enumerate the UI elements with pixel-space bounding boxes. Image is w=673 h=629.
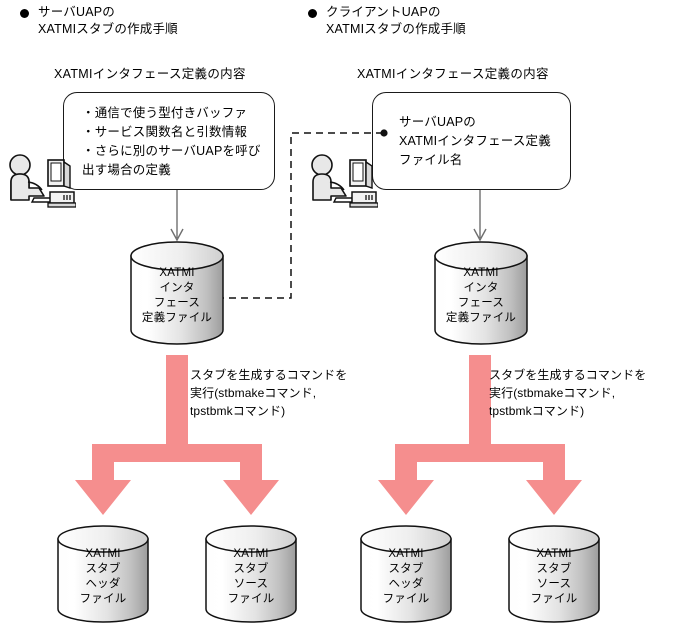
cylinder-xatmi-interface-definition-file-client: XATMI インタ フェース 定義ファイル bbox=[432, 240, 530, 346]
command-text-client: スタブを生成するコマンドを 実行(stbmakeコマンド, tpstbmkコマン… bbox=[489, 368, 647, 418]
cylinder-xatmi-stub-header-file-client: XATMI スタブ ヘッダ ファイル bbox=[358, 525, 454, 623]
cylinder-label: XATMI インタ フェース 定義ファイル bbox=[141, 267, 213, 324]
bullet-icon-client-uap bbox=[308, 9, 317, 18]
cylinder-label: XATMI スタブ ヘッダ ファイル bbox=[79, 548, 127, 605]
balloon-text-server-uap: ・通信で使う型付きバッファ ・サービス関数名と引数情報 ・さらに別のサーバUAP… bbox=[82, 106, 261, 177]
cylinder-xatmi-interface-definition-file-server: XATMI インタ フェース 定義ファイル bbox=[128, 240, 226, 346]
command-text-server: スタブを生成するコマンドを 実行(stbmakeコマンド, tpstbmkコマン… bbox=[190, 368, 348, 418]
cylinder-label: XATMI スタブ ソース ファイル bbox=[530, 548, 578, 605]
caption-client-uap: XATMIインタフェース定義の内容 bbox=[357, 67, 549, 81]
cylinder-label: XATMI スタブ ヘッダ ファイル bbox=[382, 548, 430, 605]
person-at-computer-icon-client bbox=[306, 152, 379, 210]
cylinder-xatmi-stub-source-file-client: XATMI スタブ ソース ファイル bbox=[506, 525, 602, 623]
balloon-client-uap: サーバUAPの XATMIインタフェース定義 ファイル名 bbox=[372, 92, 571, 190]
heading-client-uap: クライアントUAPの XATMIスタブの作成手順 bbox=[326, 5, 466, 36]
cylinder-label: XATMI スタブ ソース ファイル bbox=[227, 548, 275, 605]
bullet-icon-server-uap bbox=[20, 9, 29, 18]
balloon-server-uap: ・通信で使う型付きバッファ ・サービス関数名と引数情報 ・さらに別のサーバUAP… bbox=[63, 92, 275, 190]
caption-server-uap: XATMIインタフェース定義の内容 bbox=[54, 67, 246, 81]
balloon-text-client-uap: サーバUAPの XATMIインタフェース定義 ファイル名 bbox=[399, 115, 551, 167]
cylinder-xatmi-stub-header-file-server: XATMI スタブ ヘッダ ファイル bbox=[55, 525, 151, 623]
heading-server-uap: サーバUAPの XATMIスタブの作成手順 bbox=[38, 5, 178, 36]
cylinder-label: XATMI インタ フェース 定義ファイル bbox=[445, 267, 517, 324]
cylinder-xatmi-stub-source-file-server: XATMI スタブ ソース ファイル bbox=[203, 525, 299, 623]
person-at-computer-icon-server bbox=[4, 152, 77, 210]
